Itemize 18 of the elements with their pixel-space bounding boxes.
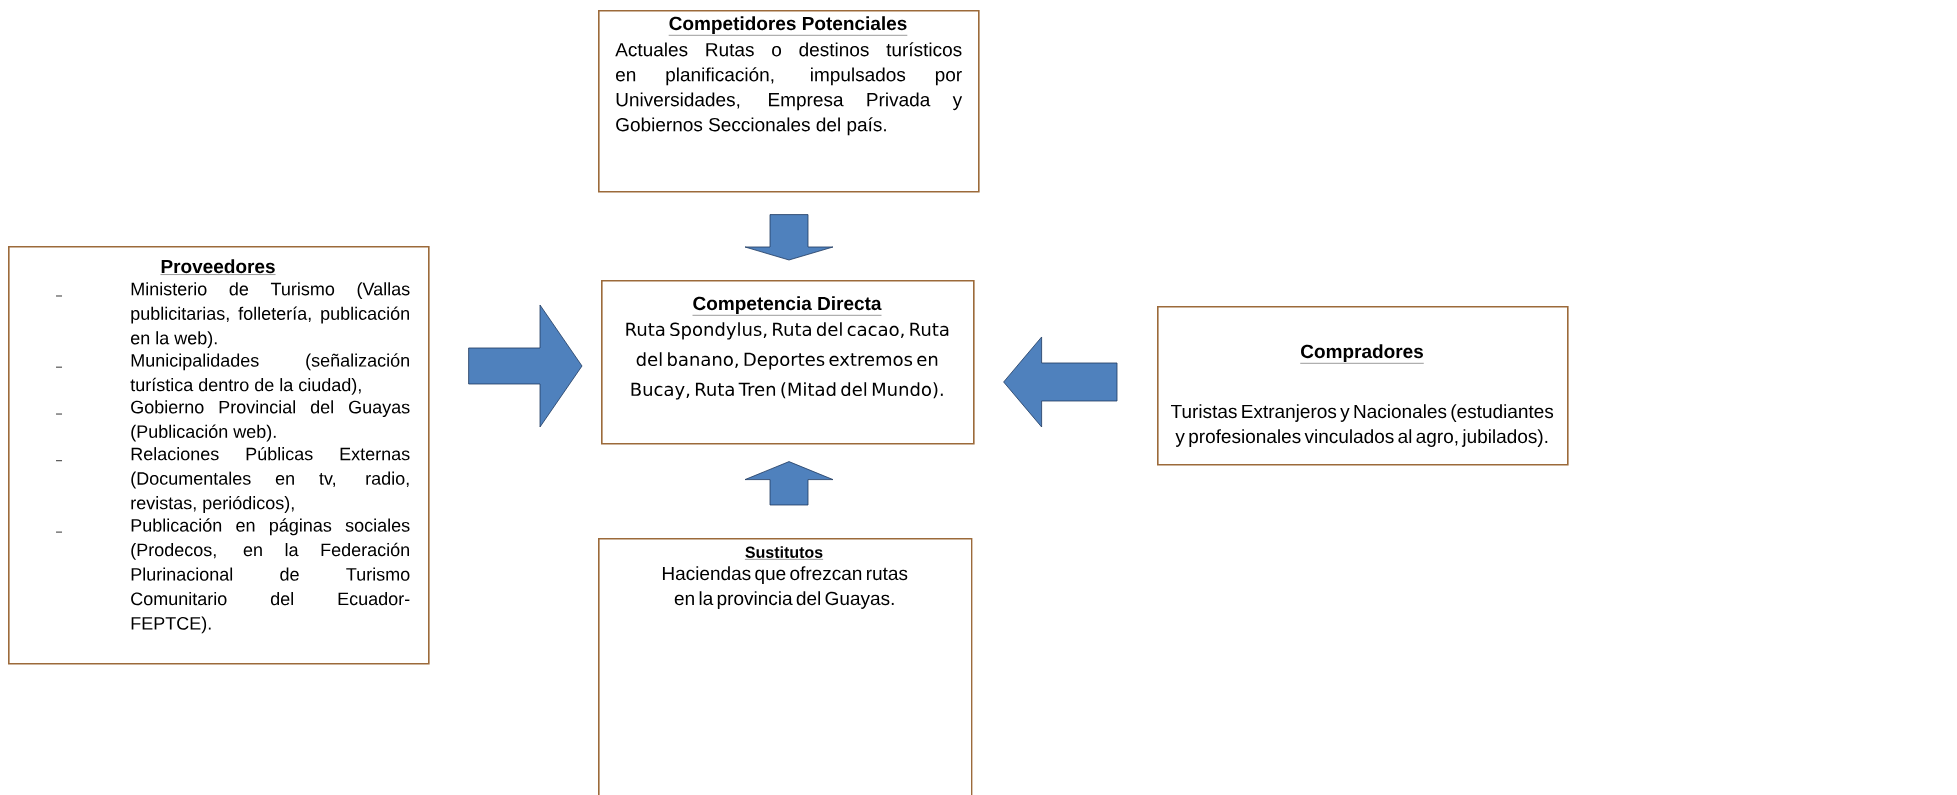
list-item: Publicación en páginas sociales (Prodecos, en la Federación Plurinacional de Turismo Comunitario del Ecuador-FEPTCE). [131,518,410,634]
list-item: Ministerio de Turismo (Vallas publicitarias, folletería, publicación en la web). [131,282,410,348]
block-arrow [744,214,834,261]
list-item: Relaciones Públicas Externas (Documentales en tv, radio, revistas, periódicos), [131,446,410,513]
body-text: Turistas Extranjeros y Nacionales (estudiantes y profesionales vinculados al agro, jubilados). [1171,404,1554,447]
box-heading: Proveedores [160,259,276,275]
block-arrow [1003,336,1118,428]
box-heading: Compradores [1300,344,1424,364]
body-text: Ruta Spondylus, Ruta del cacao, Ruta del banano, Deportes extremos en Bucay, Ruta Tren (Mitad del Mundo). [626,322,949,400]
block-arrow [744,461,834,506]
body-text: Actuales Rutas o destinos turísticos en planificación, impulsados por Universidades, Empresa Privada y Gobiernos Seccionales del país. [615,42,963,136]
block-arrow [468,304,583,428]
list-item: Gobierno Provincial del Guayas (Publicación web). [131,400,410,442]
box-heading: Competidores Potenciales [668,16,908,36]
box-heading: Sustitutos [744,546,824,560]
list-item: Municipalidades (señalización turística dentro de la ciudad), [130,353,409,395]
box-heading: Competencia Directa [692,296,882,316]
body-text: Haciendas que ofrezcan rutas en la provincia del Guayas. [662,566,908,609]
